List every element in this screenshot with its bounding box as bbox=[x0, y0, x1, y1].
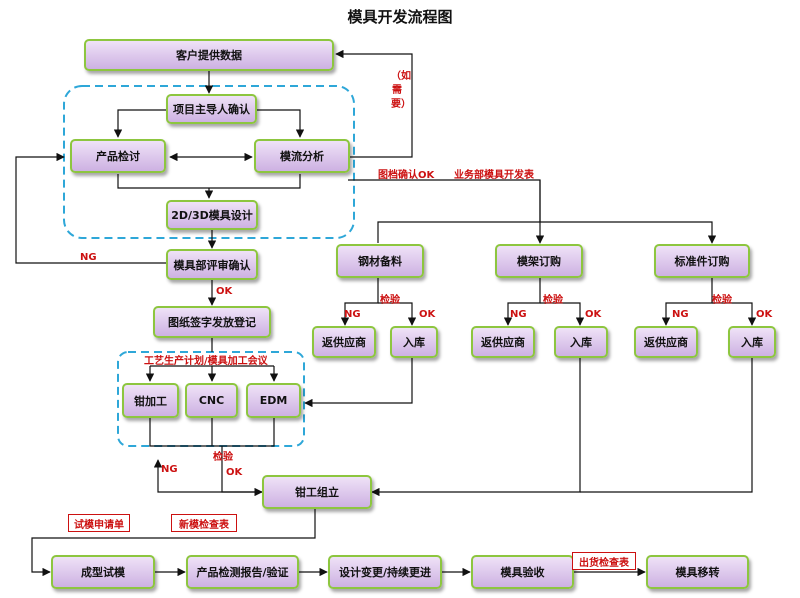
label-ok-steel: OK bbox=[419, 309, 436, 320]
label-business-dev: 业务部模具开发表 bbox=[454, 170, 534, 181]
label-inspect-steel: 检验 bbox=[380, 295, 400, 306]
node-drawing-signoff: 图纸签字发放登记 bbox=[153, 306, 271, 338]
node-product-test-report: 产品检测报告/验证 bbox=[186, 555, 299, 589]
node-project-lead-confirm: 项目主导人确认 bbox=[166, 94, 257, 124]
node-storage-3: 入库 bbox=[728, 326, 776, 358]
label-ng-review: NG bbox=[80, 252, 97, 263]
label-inspect-standard: 检验 bbox=[712, 295, 732, 306]
node-frame-order: 模架订购 bbox=[495, 244, 583, 278]
label-ng-steel: NG bbox=[344, 309, 361, 320]
label-ok-standard: OK bbox=[756, 309, 773, 320]
node-return-supplier-2: 返供应商 bbox=[471, 326, 535, 358]
label-ng-machining: NG bbox=[161, 464, 178, 475]
node-storage-1: 入库 bbox=[390, 326, 438, 358]
node-return-supplier-3: 返供应商 bbox=[634, 326, 698, 358]
design-group-border bbox=[63, 85, 355, 239]
label-new-mold-check: 新模检查表 bbox=[171, 514, 237, 532]
node-edm: EDM bbox=[246, 383, 301, 418]
label-process-plan: 工艺生产计划/模具加工会议 bbox=[144, 356, 268, 367]
node-molding-trial: 成型试模 bbox=[51, 555, 155, 589]
node-customer-data: 客户提供数据 bbox=[84, 39, 334, 71]
label-inspect-machining: 检验 bbox=[213, 452, 233, 463]
label-ng-frame: NG bbox=[510, 309, 527, 320]
node-return-supplier-1: 返供应商 bbox=[312, 326, 376, 358]
node-cnc: CNC bbox=[185, 383, 238, 418]
label-drawing-ok: 图档确认OK bbox=[378, 170, 435, 181]
node-design-change: 设计变更/持续更进 bbox=[328, 555, 442, 589]
diagram-title: 模具开发流程图 bbox=[347, 8, 453, 26]
label-trial-application: 试模申请单 bbox=[68, 514, 130, 532]
node-product-review: 产品检讨 bbox=[70, 139, 166, 173]
label-inspect-frame: 检验 bbox=[543, 295, 563, 306]
node-fitter-work: 钳加工 bbox=[122, 383, 179, 418]
node-mold-flow-analysis: 模流分析 bbox=[254, 139, 350, 173]
node-steel-prep: 钢材备料 bbox=[336, 244, 424, 278]
label-ok-machining: OK bbox=[226, 467, 243, 478]
node-fitter-assembly: 钳工组立 bbox=[262, 475, 372, 509]
label-ok-review: OK bbox=[216, 286, 233, 297]
label-ng-standard: NG bbox=[672, 309, 689, 320]
node-design-2d3d: 2D/3D模具设计 bbox=[166, 200, 258, 230]
node-mold-acceptance: 模具验收 bbox=[471, 555, 574, 589]
node-mold-transfer: 模具移转 bbox=[646, 555, 749, 589]
node-storage-2: 入库 bbox=[554, 326, 608, 358]
node-mold-dept-review: 模具部评审确认 bbox=[166, 249, 258, 280]
node-standard-parts-order: 标准件订购 bbox=[654, 244, 750, 278]
label-if-needed: （如需要） bbox=[391, 71, 411, 110]
label-ok-frame: OK bbox=[585, 309, 602, 320]
label-shipment-check: 出货检查表 bbox=[572, 552, 636, 570]
